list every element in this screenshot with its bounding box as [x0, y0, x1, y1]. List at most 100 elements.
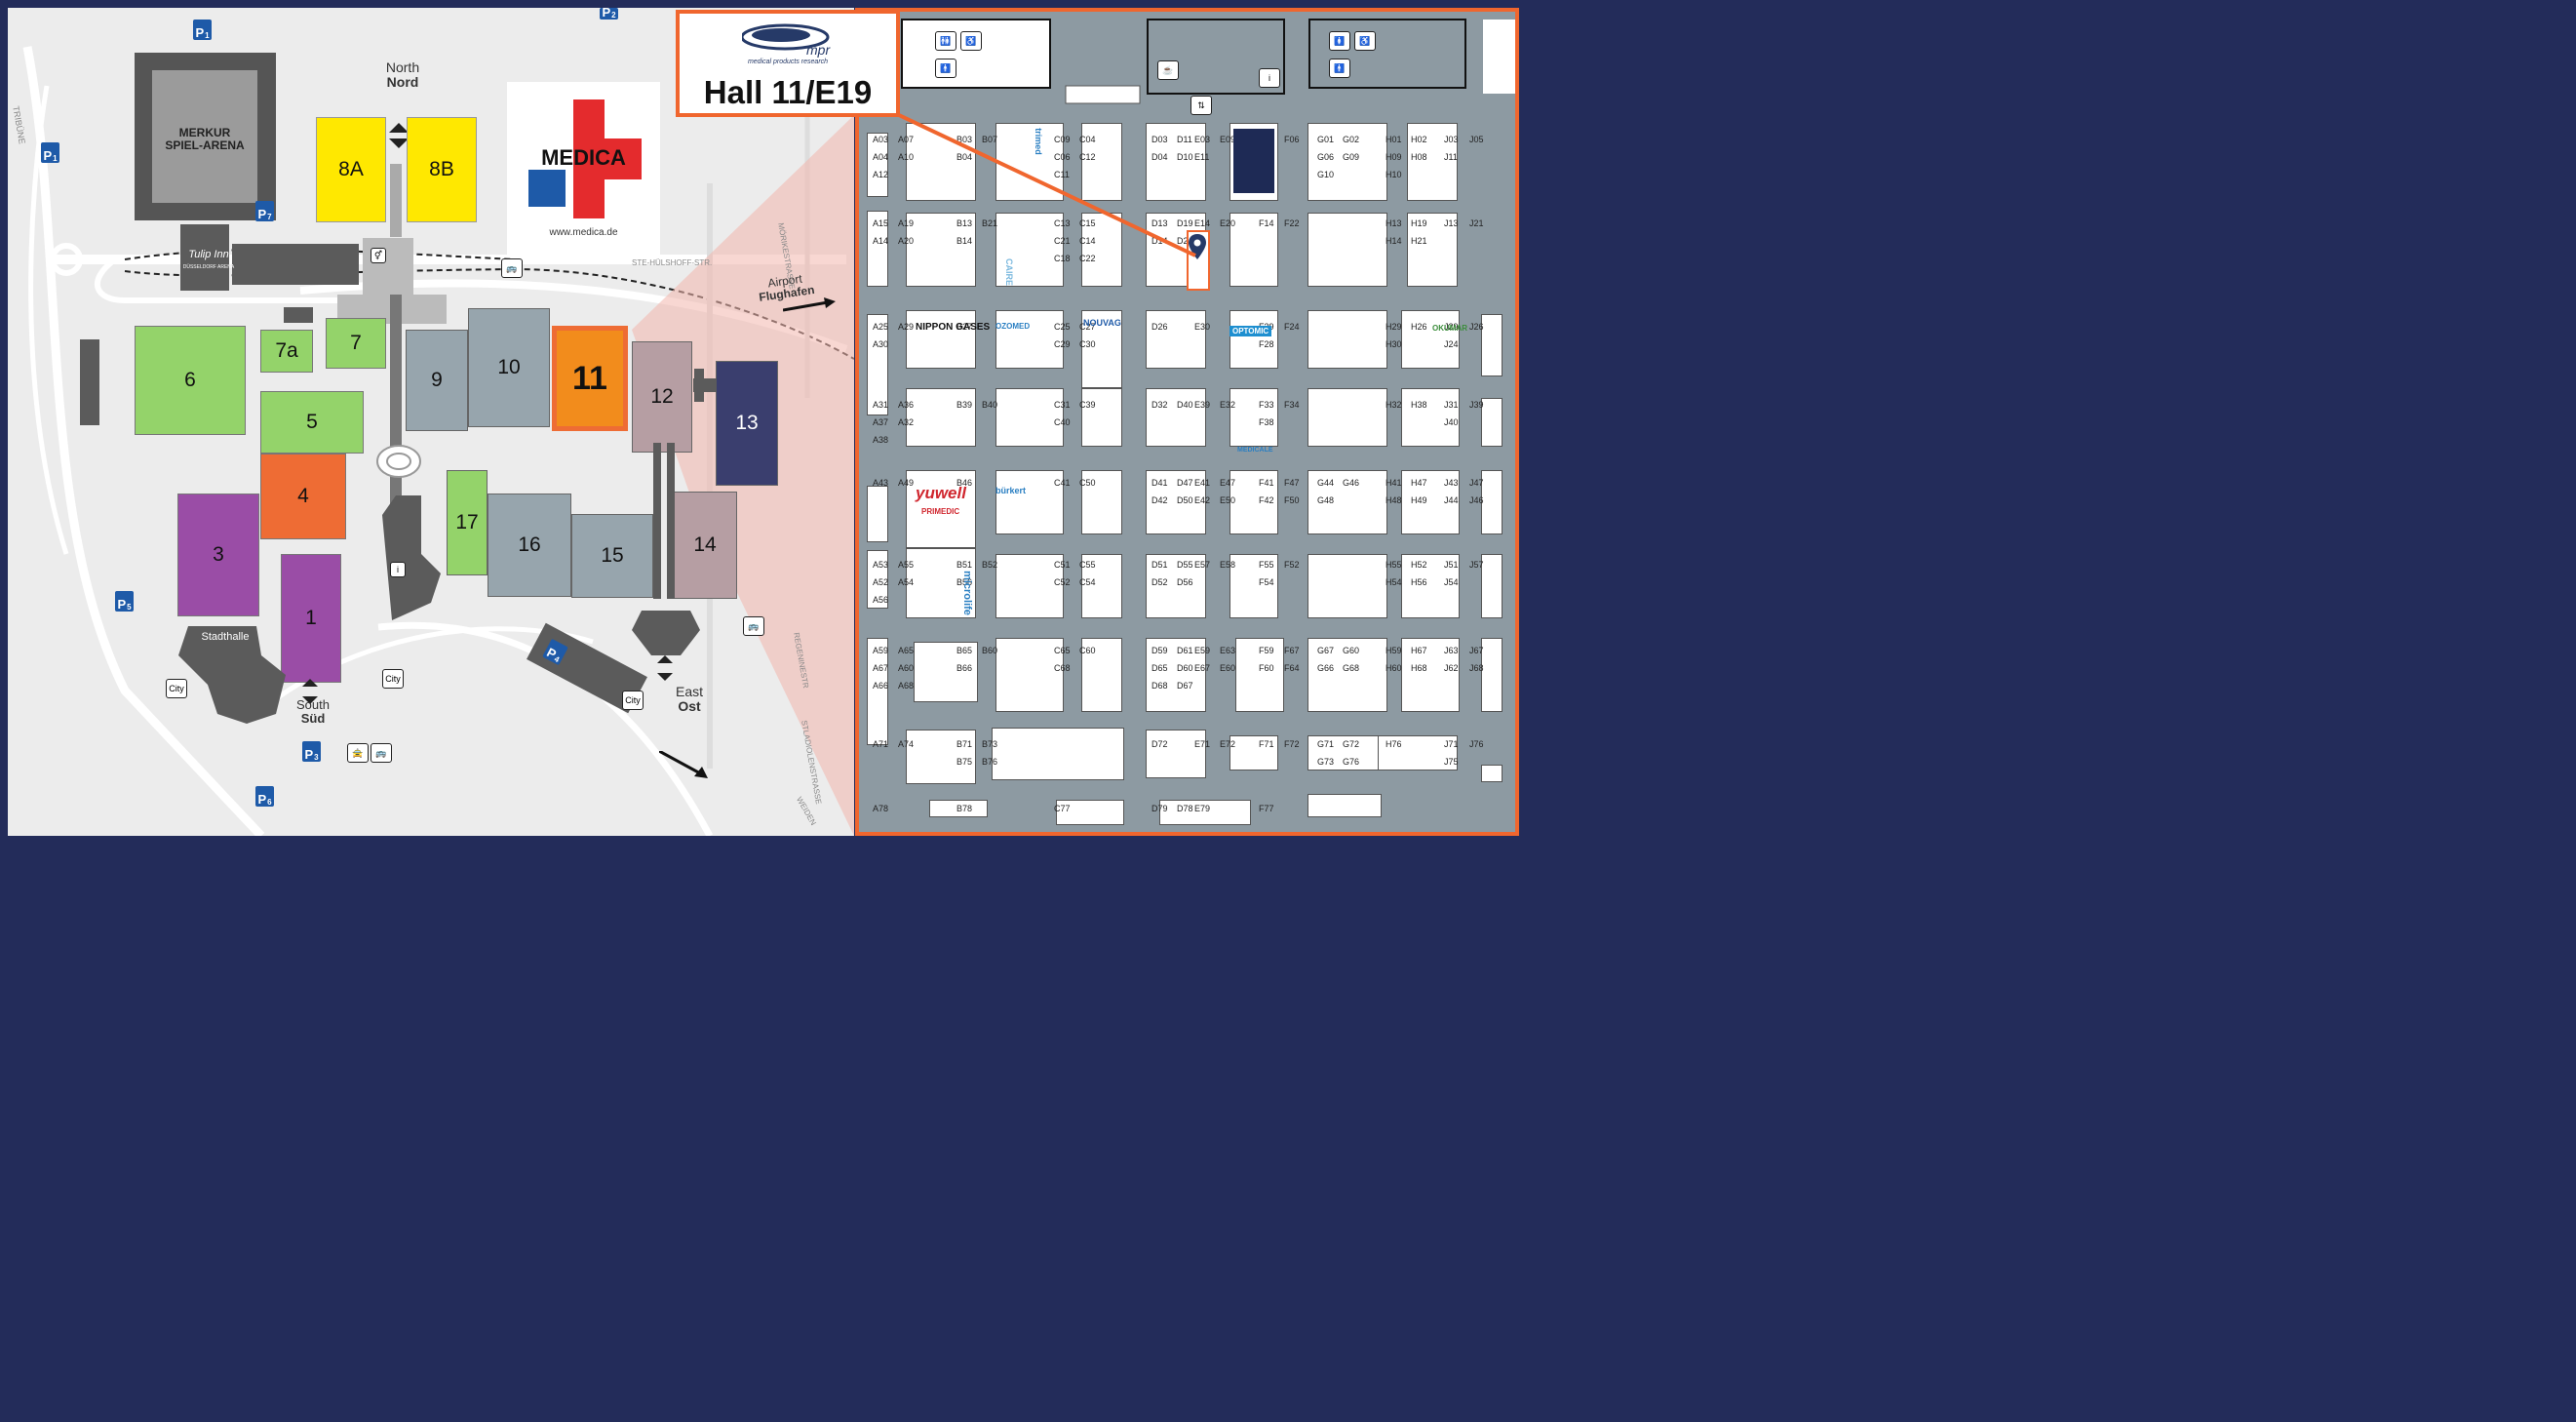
stand-block[interactable] [1481, 638, 1503, 712]
stand-f67[interactable]: F67 [1284, 646, 1300, 655]
stand-j63[interactable]: J63 [1444, 646, 1459, 655]
stand-f55[interactable]: F55 [1259, 560, 1274, 570]
stand-g46[interactable]: G46 [1343, 478, 1360, 488]
stand-f42[interactable]: F42 [1259, 495, 1274, 505]
stand-d55[interactable]: D55 [1177, 560, 1193, 570]
stand-b75[interactable]: B75 [956, 757, 973, 767]
stand-block[interactable] [929, 800, 988, 817]
stand-d10[interactable]: D10 [1177, 152, 1193, 162]
stand-a53[interactable]: A53 [873, 560, 889, 570]
stand-b07[interactable]: B07 [982, 135, 998, 144]
stand-h47[interactable]: H47 [1411, 478, 1427, 488]
stand-c13[interactable]: C13 [1054, 218, 1071, 228]
stand-d61[interactable]: D61 [1177, 646, 1193, 655]
stand-block[interactable] [1378, 735, 1458, 770]
stand-a38[interactable]: A38 [873, 435, 889, 445]
stand-block[interactable] [1308, 310, 1387, 369]
stand-g48[interactable]: G48 [1317, 495, 1335, 505]
exhibitor-medicale[interactable]: MEDICALE [1237, 447, 1273, 454]
stand-j21[interactable]: J21 [1469, 218, 1484, 228]
arena[interactable] [152, 70, 257, 203]
stand-h54[interactable]: H54 [1386, 577, 1402, 587]
stand-a56[interactable]: A56 [873, 595, 889, 605]
stand-j31[interactable]: J31 [1444, 400, 1459, 410]
stand-b39[interactable]: B39 [956, 400, 973, 410]
stand-block[interactable] [1308, 794, 1382, 817]
stand-block[interactable] [1146, 730, 1206, 778]
stand-a68[interactable]: A68 [898, 681, 915, 691]
stand-block[interactable] [1146, 310, 1206, 369]
stand-b46[interactable]: B46 [956, 478, 973, 488]
stand-j46[interactable]: J46 [1469, 495, 1484, 505]
stand-d65[interactable]: D65 [1151, 663, 1168, 673]
stand-c60[interactable]: C60 [1079, 646, 1096, 655]
stand-c12[interactable]: C12 [1079, 152, 1096, 162]
hall-callout[interactable]: mpr medical products research Hall 11/E1… [676, 10, 900, 117]
stand-j75[interactable]: J75 [1444, 757, 1459, 767]
stand-a43[interactable]: A43 [873, 478, 889, 488]
stand-a03[interactable]: A03 [873, 135, 889, 144]
stand-c77[interactable]: C77 [1054, 804, 1071, 813]
stand-c68[interactable]: C68 [1054, 663, 1071, 673]
stand-block[interactable] [1146, 388, 1206, 447]
stand-c27[interactable]: C27 [1079, 322, 1096, 332]
stand-b21[interactable]: B21 [982, 218, 998, 228]
stand-j39[interactable]: J39 [1469, 400, 1484, 410]
stand-a07[interactable]: A07 [898, 135, 915, 144]
stand-a65[interactable]: A65 [898, 646, 915, 655]
stand-d04[interactable]: D04 [1151, 152, 1168, 162]
stand-h67[interactable]: H67 [1411, 646, 1427, 655]
stand-e14[interactable]: E14 [1194, 218, 1211, 228]
stand-block[interactable] [1308, 554, 1387, 618]
stand-f64[interactable]: F64 [1284, 663, 1300, 673]
stand-j40[interactable]: J40 [1444, 417, 1459, 427]
stand-j44[interactable]: J44 [1444, 495, 1459, 505]
stand-b66[interactable]: B66 [956, 663, 973, 673]
stand-g73[interactable]: G73 [1317, 757, 1335, 767]
stand-j62[interactable]: J62 [1444, 663, 1459, 673]
stand-d51[interactable]: D51 [1151, 560, 1168, 570]
stand-a29[interactable]: A29 [898, 322, 915, 332]
stand-j71[interactable]: J71 [1444, 739, 1459, 749]
stand-c15[interactable]: C15 [1079, 218, 1096, 228]
stand-block[interactable] [867, 314, 888, 415]
stand-h30[interactable]: H30 [1386, 339, 1402, 349]
stand-c14[interactable]: C14 [1079, 236, 1096, 246]
stand-block[interactable] [1081, 554, 1122, 618]
stand-f72[interactable]: F72 [1284, 739, 1300, 749]
stand-block[interactable] [1308, 470, 1387, 534]
stand-d13[interactable]: D13 [1151, 218, 1168, 228]
stand-block[interactable] [1308, 735, 1387, 770]
stand-h10[interactable]: H10 [1386, 170, 1402, 179]
stand-a67[interactable]: A67 [873, 663, 889, 673]
stand-block[interactable] [1081, 638, 1122, 712]
stand-a66[interactable]: A66 [873, 681, 889, 691]
stand-c54[interactable]: C54 [1079, 577, 1096, 587]
stand-d79[interactable]: D79 [1151, 804, 1168, 813]
stand-e11[interactable]: E11 [1194, 152, 1210, 162]
stand-block[interactable] [906, 388, 976, 447]
hall-8a[interactable]: 8A [316, 117, 386, 222]
stand-c39[interactable]: C39 [1079, 400, 1096, 410]
stand-block[interactable] [1481, 554, 1503, 618]
stand-g72[interactable]: G72 [1343, 739, 1360, 749]
stand-d40[interactable]: D40 [1177, 400, 1193, 410]
hall-16[interactable]: 16 [488, 494, 571, 597]
stand-c29[interactable]: C29 [1054, 339, 1071, 349]
stand-block[interactable] [1308, 123, 1387, 201]
stand-h26[interactable]: H26 [1411, 322, 1427, 332]
stand-a55[interactable]: A55 [898, 560, 915, 570]
stand-e42[interactable]: E42 [1194, 495, 1211, 505]
stand-e03[interactable]: E03 [1194, 135, 1211, 144]
stand-e30[interactable]: E30 [1194, 322, 1211, 332]
stand-c55[interactable]: C55 [1079, 560, 1096, 570]
stand-block[interactable] [1229, 554, 1278, 618]
stand-g66[interactable]: G66 [1317, 663, 1335, 673]
stand-block[interactable] [1481, 470, 1503, 534]
hall-3[interactable]: 3 [177, 494, 259, 616]
stand-f14[interactable]: F14 [1259, 218, 1274, 228]
